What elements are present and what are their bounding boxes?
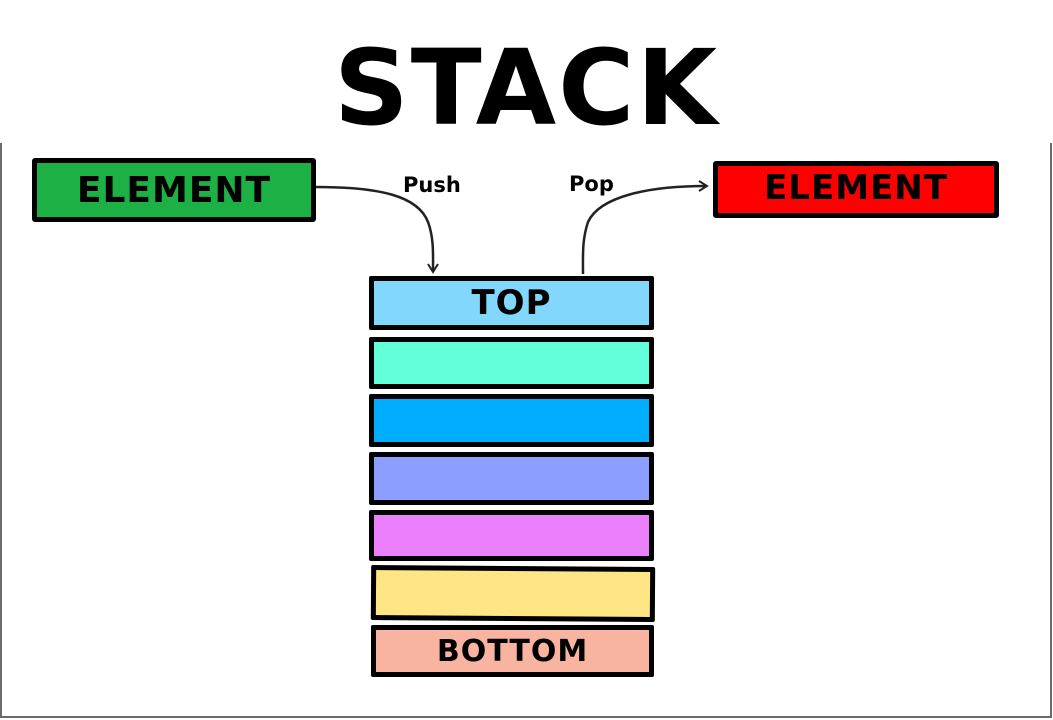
push-element-label: ELEMENT bbox=[76, 169, 272, 211]
diagram-title: STACK bbox=[333, 27, 720, 149]
pop-arrow bbox=[581, 180, 709, 275]
push-element-box: ELEMENT bbox=[32, 158, 316, 222]
pop-element-box: ELEMENT bbox=[713, 161, 999, 218]
stack-slot-3 bbox=[369, 394, 654, 447]
push-arrow bbox=[315, 185, 439, 274]
frame-left-border bbox=[0, 143, 2, 718]
stack-slot-5 bbox=[369, 510, 654, 561]
frame-right-border bbox=[1050, 143, 1052, 718]
pop-label: Pop bbox=[569, 172, 614, 196]
stack-slot-bottom: BOTTOM bbox=[371, 625, 654, 677]
pop-element-label: ELEMENT bbox=[764, 167, 948, 208]
stack-slot-label: TOP bbox=[471, 283, 552, 323]
stack-slot-4 bbox=[369, 452, 654, 505]
stack-slot-label: BOTTOM bbox=[436, 633, 589, 669]
stack-slot-2 bbox=[369, 337, 654, 389]
push-label: Push bbox=[403, 173, 461, 197]
frame-bottom-border bbox=[0, 716, 1052, 718]
stack-slot-6 bbox=[370, 565, 656, 622]
stack-slot-top: TOP bbox=[369, 276, 654, 330]
